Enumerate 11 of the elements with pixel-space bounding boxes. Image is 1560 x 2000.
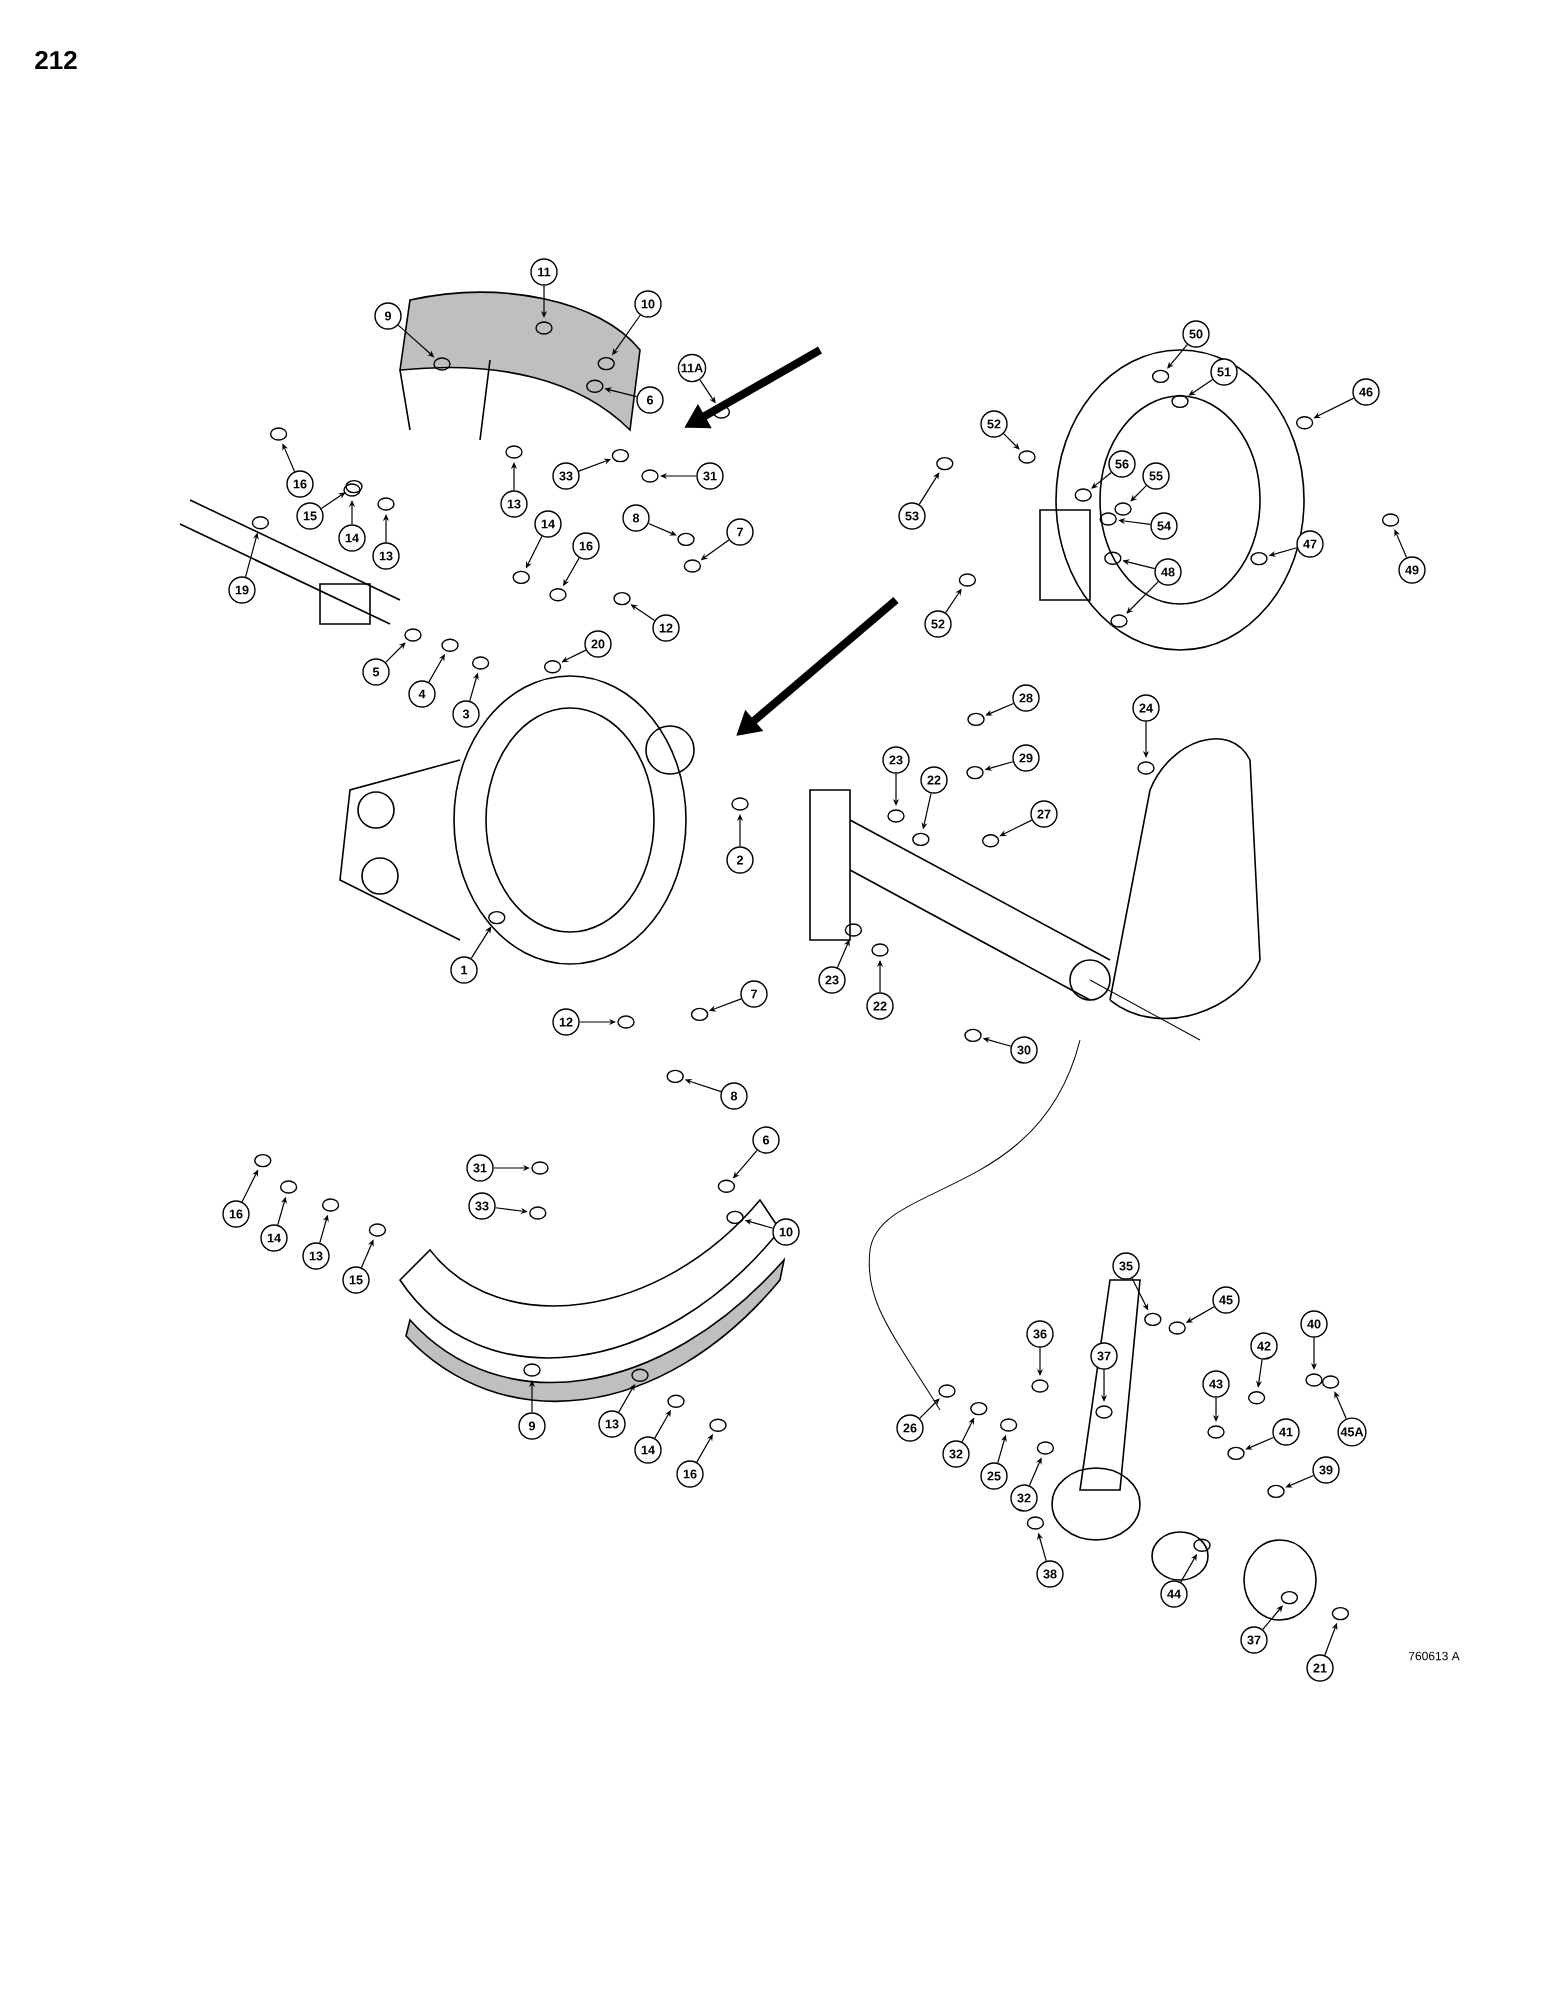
leader-line [1091,471,1112,489]
leader-line [385,642,406,663]
leader-line [470,926,492,959]
leader-line [918,472,940,505]
leader-line [1126,581,1159,614]
leader-line [919,1398,940,1419]
leader-line [1167,343,1188,369]
leader-line [1262,1605,1283,1631]
leader-line [1130,485,1147,502]
page-number: 212 [35,50,77,70]
leader-line [1003,433,1020,450]
